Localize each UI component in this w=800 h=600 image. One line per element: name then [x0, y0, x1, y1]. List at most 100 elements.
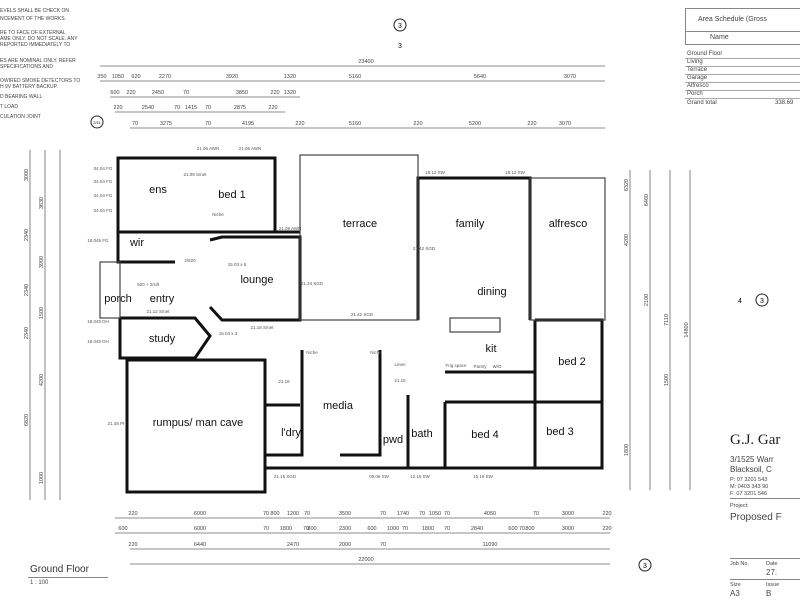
- company-address-2: Blacksoil, C: [730, 465, 772, 474]
- section-marker-top[interactable]: 3: [398, 23, 402, 30]
- annotation-niche1: Niche: [306, 350, 318, 355]
- annotation-awn2: 21.06 AWN: [239, 146, 262, 151]
- company-fax: F: 07 3201 546: [730, 491, 768, 497]
- company-mobile: M: 0403 343 90: [730, 484, 769, 490]
- dimension-label: 3630: [39, 197, 45, 209]
- dimension-label: 3900: [39, 256, 45, 268]
- dimension-label: 2840: [471, 526, 483, 532]
- room-terrace: terrace: [343, 218, 377, 230]
- dimension-label: 4195: [242, 121, 254, 127]
- dimension-label: 600: [367, 526, 376, 532]
- section-markers: 3 3 3 4 3 2/11: [90, 18, 769, 572]
- dimension-label: 3070: [559, 121, 571, 127]
- dimension-lines: [29, 65, 691, 565]
- general-note: D BEARING WALL: [0, 94, 43, 100]
- dimension-label: 70: [380, 511, 386, 517]
- dimension-label: 70: [380, 542, 386, 548]
- dimension-label: 600: [118, 526, 127, 532]
- room-rumpus: rumpus/ man cave: [153, 417, 243, 429]
- dimension-label: 2470: [287, 542, 299, 548]
- room-entry: entry: [150, 293, 175, 305]
- dimension-label: 220: [602, 511, 611, 517]
- dimension-label: 3000: [562, 511, 574, 517]
- general-note: SPECIFICATIONS AND: [0, 64, 53, 70]
- dimension-label: 70: [303, 526, 309, 532]
- dimension-label: 6460: [644, 194, 650, 206]
- dimension-label: 3850: [236, 90, 248, 96]
- dimension-label: 800: [270, 511, 279, 517]
- annotation-awn1: 21.06 AWN: [197, 146, 220, 151]
- issue-label: Issue: [766, 582, 780, 588]
- dimension-label: 800: [307, 526, 316, 532]
- dimension-label: 70: [132, 121, 138, 127]
- annotation-niche2: Niche: [370, 350, 382, 355]
- annotation-linen: Linen: [394, 362, 406, 367]
- area-schedule-row: Terrace: [685, 67, 800, 75]
- company-name: G.J. Gar: [730, 432, 781, 448]
- annotation-linen-level: 21.15: [394, 378, 406, 383]
- dimension-label: 2340: [24, 284, 30, 296]
- general-note: AME ONLY. DO NOT SCALE. ANY: [0, 36, 78, 42]
- area-schedule-row: Living: [685, 59, 800, 67]
- room-bed-4: bed 4: [471, 429, 499, 441]
- room-bath: bath: [411, 428, 432, 440]
- annotation-sw3: 09.06 SW: [369, 474, 390, 479]
- room-pwd: pwd: [383, 434, 403, 446]
- area-schedule-row: Garage: [685, 75, 800, 83]
- dimension-label: 1050: [112, 74, 124, 80]
- dimension-label: 3070: [564, 74, 576, 80]
- area-schedule-name-header: Name: [685, 32, 800, 45]
- dimension-label: 70: [174, 105, 180, 111]
- dimension-label: 6820: [24, 414, 30, 426]
- annotation-lounge-level: 21.18: [278, 379, 290, 384]
- dimension-label: 3000: [562, 526, 574, 532]
- dimension-label: 220: [527, 121, 536, 127]
- room-wir: wir: [129, 237, 144, 249]
- dimension-label: 6000: [194, 526, 206, 532]
- dimension-label: 600: [110, 90, 119, 96]
- room-bed-3: bed 3: [546, 426, 574, 438]
- job-number-label: Job No.: [730, 561, 749, 567]
- dimension-label: 2540: [142, 105, 154, 111]
- annotation-snet2: 21.12 S/net: [146, 309, 170, 314]
- annotation-study-ceiling: 15.03 x 3: [219, 331, 238, 336]
- section-marker-bottom[interactable]: 3: [643, 563, 647, 570]
- annotation-sw4: 12.15 SW: [410, 474, 431, 479]
- issue-value: B: [766, 589, 772, 598]
- annotation-fg1: 04.04 FG: [94, 166, 113, 171]
- annotation-sw1: 18.12 SW: [425, 170, 446, 175]
- dimension-label: 2340: [24, 229, 30, 241]
- dimension-label: 1050: [429, 511, 441, 517]
- section-marker-right[interactable]: 3: [760, 298, 764, 305]
- general-note: EVELS SHALL BE CHECK ON: [0, 8, 70, 14]
- size-value: A3: [730, 589, 740, 598]
- dimension-label: 11090: [483, 542, 498, 548]
- dimension-label: 2000: [339, 542, 351, 548]
- room-labels: ens bed 1 wir lounge porch entry study r…: [104, 184, 587, 446]
- dimension-label: 3920: [226, 74, 238, 80]
- room-laundry: l'dry: [281, 427, 301, 439]
- dimension-label: 6000: [194, 511, 206, 517]
- area-schedule-title: Area Schedule (Gross: [685, 8, 800, 32]
- detail-marker[interactable]: 2/11: [93, 120, 101, 125]
- annotation-entry-door: 920 + 2/sill: [137, 282, 159, 287]
- general-note: RE TO FACE OF EXTERNAL: [0, 30, 66, 36]
- dimension-label: 2100: [644, 294, 650, 306]
- dimension-label: 70: [444, 511, 450, 517]
- dimension-label: 3275: [160, 121, 172, 127]
- annotation-fg5: 18.045 FG: [87, 238, 109, 243]
- annotation-niche3: Niche: [212, 212, 224, 217]
- dimension-top-overall: 23400: [358, 59, 373, 65]
- dimension-label: 70: [304, 511, 310, 517]
- dimension-label: 70: [419, 511, 425, 517]
- annotation-snet1: 21.09 S/net: [183, 172, 207, 177]
- dimension-label: 1800: [280, 526, 292, 532]
- dimension-label: 1000: [39, 472, 45, 484]
- dimension-label: 1800: [624, 444, 630, 456]
- dimension-label: 4050: [484, 511, 496, 517]
- annotation-lounge-ceiling: 15.03 x 5: [228, 262, 247, 267]
- general-note: H 9V BATTERY BACKUP.: [0, 84, 58, 90]
- annotation-fridge: Frig space: [445, 363, 467, 368]
- annotation-sgd1: 21.42 SGD: [351, 312, 374, 317]
